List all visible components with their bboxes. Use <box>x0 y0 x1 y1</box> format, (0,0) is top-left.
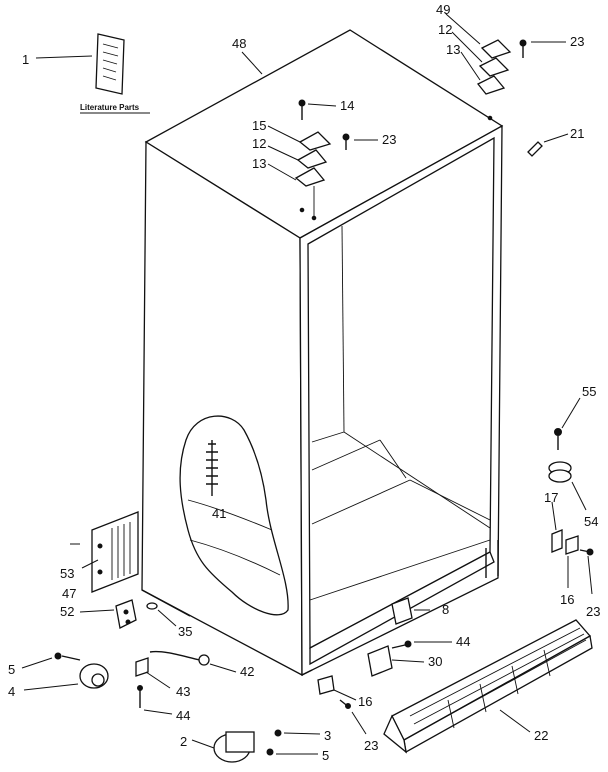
callout-13-top-right: 13 <box>446 42 460 57</box>
callout-13-top-left: 13 <box>252 156 266 171</box>
literature-parts-label: Literature Parts <box>80 103 140 112</box>
callout-16-right: 16 <box>560 592 574 607</box>
callout-15: 15 <box>252 118 266 133</box>
callout-44-left: 44 <box>176 708 190 723</box>
callout-17: 17 <box>544 490 558 505</box>
callout-8: 8 <box>442 602 449 617</box>
callout-41: 41 <box>212 506 226 521</box>
side-bracket-panel <box>91 511 139 593</box>
right-lower-hinge-parts <box>548 428 594 556</box>
callout-2: 2 <box>180 734 187 749</box>
pin-21 <box>527 141 543 157</box>
callout-54: 54 <box>584 514 598 529</box>
water-line-coil <box>206 440 218 496</box>
top-hinge-left-assembly <box>294 99 350 221</box>
callout-16-center: 16 <box>358 694 372 709</box>
callout-5-bottom: 5 <box>322 748 329 763</box>
callout-44-center: 44 <box>456 634 470 649</box>
callout-43: 43 <box>176 684 190 699</box>
callout-23-bottom: 23 <box>364 738 378 753</box>
callout-48: 48 <box>232 36 246 51</box>
callout-30: 30 <box>428 654 442 669</box>
callout-5-left: 5 <box>8 662 15 677</box>
base-grille <box>383 619 593 754</box>
callout-12-top-right: 12 <box>438 22 452 37</box>
callout-21: 21 <box>570 126 584 141</box>
callout-47: 47 <box>62 586 76 601</box>
callout-52: 52 <box>60 604 74 619</box>
callout-55: 55 <box>582 384 596 399</box>
callout-22: 22 <box>534 728 548 743</box>
callout-23-top-left: 23 <box>382 132 396 147</box>
callout-12-top-left: 12 <box>252 136 266 151</box>
callout-23-right: 23 <box>586 604 600 619</box>
callout-1: 1 <box>22 52 29 67</box>
leader-lines <box>21 13 593 755</box>
lower-left-hardware <box>54 599 210 708</box>
callout-53: 53 <box>60 566 74 581</box>
callout-23-top-right: 23 <box>570 34 584 49</box>
top-hinge-right-assembly <box>476 39 527 121</box>
callout-49: 49 <box>436 2 450 17</box>
literature-parts-booklet <box>95 33 125 95</box>
callout-14: 14 <box>340 98 354 113</box>
callout-4: 4 <box>8 684 15 699</box>
lower-center-hardware <box>213 597 413 763</box>
callout-labels: 1 48 49 12 23 13 14 15 12 23 13 21 55 41… <box>8 2 600 763</box>
callout-42: 42 <box>240 664 254 679</box>
callout-3: 3 <box>324 728 331 743</box>
cabinet-shell <box>141 29 504 677</box>
callout-35: 35 <box>178 624 192 639</box>
